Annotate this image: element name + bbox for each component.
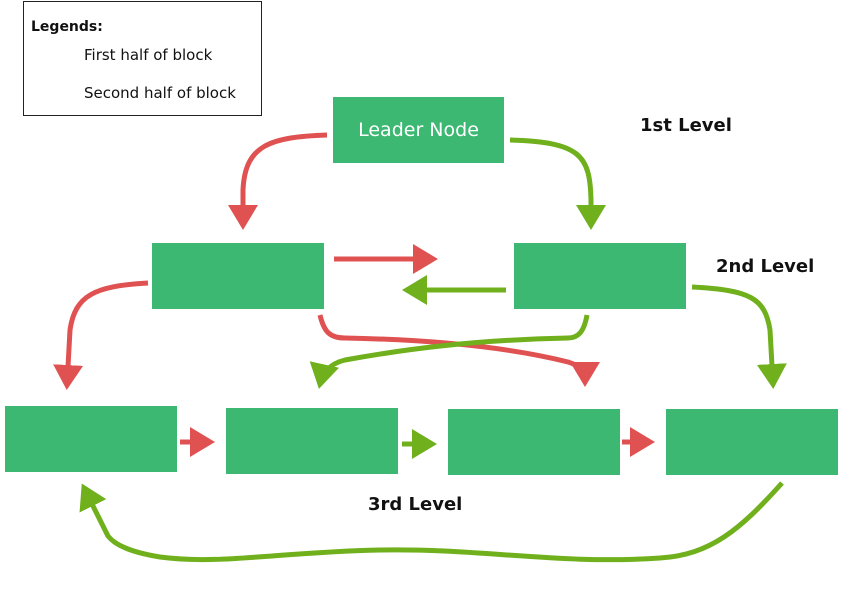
arrow-l2-left-to-l3-3: [317, 314, 600, 387]
arrow-l3-4-to-l3-1: [79, 481, 784, 563]
legend-item-first-half: First half of block: [84, 46, 213, 64]
level3-node-2: [226, 408, 398, 474]
level-label-second: 2nd Level: [716, 256, 815, 277]
level3-node-4: [666, 409, 838, 475]
arrow-l2-right-to-l3-4: [691, 284, 787, 389]
legend-title: Legends:: [31, 19, 103, 35]
legend-item-second-half: Second half of block: [84, 84, 236, 102]
leader-node: Leader Node: [333, 97, 504, 163]
arrow-l2-right-to-l3-2: [309, 314, 590, 389]
level3-node-1: [5, 406, 177, 472]
leader-node-label: Leader Node: [358, 119, 479, 141]
level-label-first: 1st Level: [640, 115, 732, 136]
level3-node-3: [448, 409, 620, 475]
level-label-third: 3rd Level: [368, 494, 463, 515]
arrow-l2-left-to-l3-1: [53, 280, 149, 390]
arrow-leader-to-l2-left: [228, 132, 328, 230]
level2-node-left: [152, 243, 324, 309]
arrow-leader-to-l2-right: [509, 137, 606, 230]
legend-box: Legends: First half of block Second half…: [23, 1, 262, 116]
level2-node-right: [514, 243, 686, 309]
